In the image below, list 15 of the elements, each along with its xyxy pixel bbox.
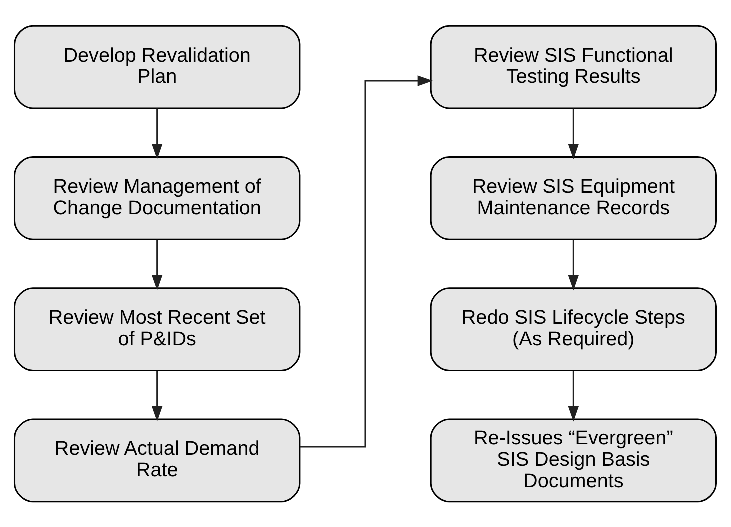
node-box: Review Most Recent Set of P&IDs bbox=[14, 287, 301, 372]
node-box: Review Management of Change Documentation bbox=[14, 156, 301, 240]
arrow bbox=[568, 370, 579, 422]
node-box: Re-Issues “Evergreen” SIS Design Basis Documents bbox=[430, 418, 718, 502]
arrow bbox=[300, 75, 434, 448]
arrow bbox=[152, 239, 163, 290]
node-box: Redo SIS Lifecycle Steps (As Required) bbox=[430, 287, 718, 372]
arrow bbox=[568, 239, 579, 290]
arrow bbox=[568, 108, 579, 160]
node-box: Review Actual Demand Rate bbox=[14, 418, 301, 502]
node-box: Review SIS Functional Testing Results bbox=[430, 24, 718, 109]
arrow bbox=[152, 108, 163, 160]
arrow bbox=[152, 370, 163, 422]
node-box: Review SIS Equipment Maintenance Records bbox=[430, 156, 718, 240]
node-box: Develop Revalidation Plan bbox=[14, 24, 301, 109]
